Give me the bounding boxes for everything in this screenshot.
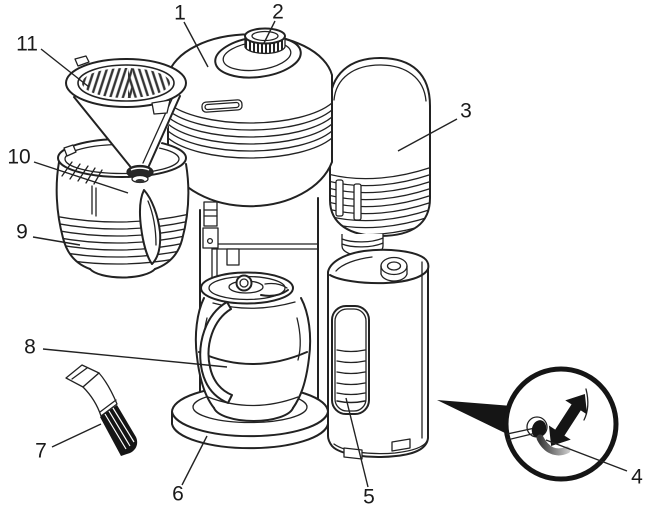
callout-11: 11 bbox=[16, 33, 38, 56]
tank-base bbox=[327, 248, 430, 460]
leader-line-9 bbox=[32, 236, 81, 246]
basket-clip-tab bbox=[151, 99, 171, 115]
tank-receptacle bbox=[380, 256, 408, 282]
machine-head bbox=[167, 27, 333, 208]
reservoir-knob bbox=[244, 27, 286, 55]
callout-7: 7 bbox=[35, 440, 47, 463]
funnel-spout bbox=[139, 189, 162, 265]
funnel-bowl bbox=[55, 138, 190, 279]
leader-line-11 bbox=[40, 48, 90, 88]
basket-left-tab bbox=[74, 55, 90, 67]
leader-line-8 bbox=[42, 348, 228, 368]
callout-8: 8 bbox=[24, 336, 36, 359]
carafe-lid bbox=[200, 271, 294, 305]
leader-line-5 bbox=[345, 397, 369, 488]
leader-line-2 bbox=[263, 20, 276, 44]
carafe-handle bbox=[199, 301, 233, 404]
callout-9: 9 bbox=[16, 221, 28, 244]
callout-5: 5 bbox=[363, 486, 375, 509]
callout-1: 1 bbox=[174, 2, 186, 25]
carafe bbox=[194, 271, 312, 423]
callout-10: 10 bbox=[7, 146, 30, 169]
callout-labels: 1 2 3 4 5 6 7 8 9 10 11 bbox=[7, 1, 643, 509]
callout-2: 2 bbox=[272, 1, 284, 24]
filter-basket bbox=[65, 55, 187, 184]
callout-6: 6 bbox=[172, 483, 184, 506]
callout-3: 3 bbox=[460, 100, 472, 123]
inset-pointer-icon bbox=[437, 400, 512, 433]
basket-tip bbox=[126, 164, 154, 184]
water-tank bbox=[329, 57, 431, 237]
bowl-tab bbox=[63, 144, 77, 157]
tower-bracket bbox=[202, 201, 219, 249]
leader-line-6 bbox=[181, 435, 208, 486]
cleaning-brush bbox=[65, 364, 138, 456]
double-arrow-icon bbox=[548, 394, 588, 446]
tank-base-foot bbox=[343, 447, 363, 460]
head-vent-slot bbox=[201, 99, 243, 113]
leader-line-4 bbox=[545, 439, 628, 472]
leader-line-3 bbox=[397, 118, 458, 152]
leader-line-7 bbox=[51, 423, 102, 448]
valve-icon bbox=[506, 416, 571, 456]
leader-lines bbox=[32, 20, 628, 488]
valve-detail-inset bbox=[437, 366, 619, 482]
leader-line-10 bbox=[33, 161, 129, 194]
callout-4: 4 bbox=[631, 466, 643, 489]
leader-line-1 bbox=[183, 21, 209, 68]
tank-base-foot bbox=[391, 438, 411, 452]
